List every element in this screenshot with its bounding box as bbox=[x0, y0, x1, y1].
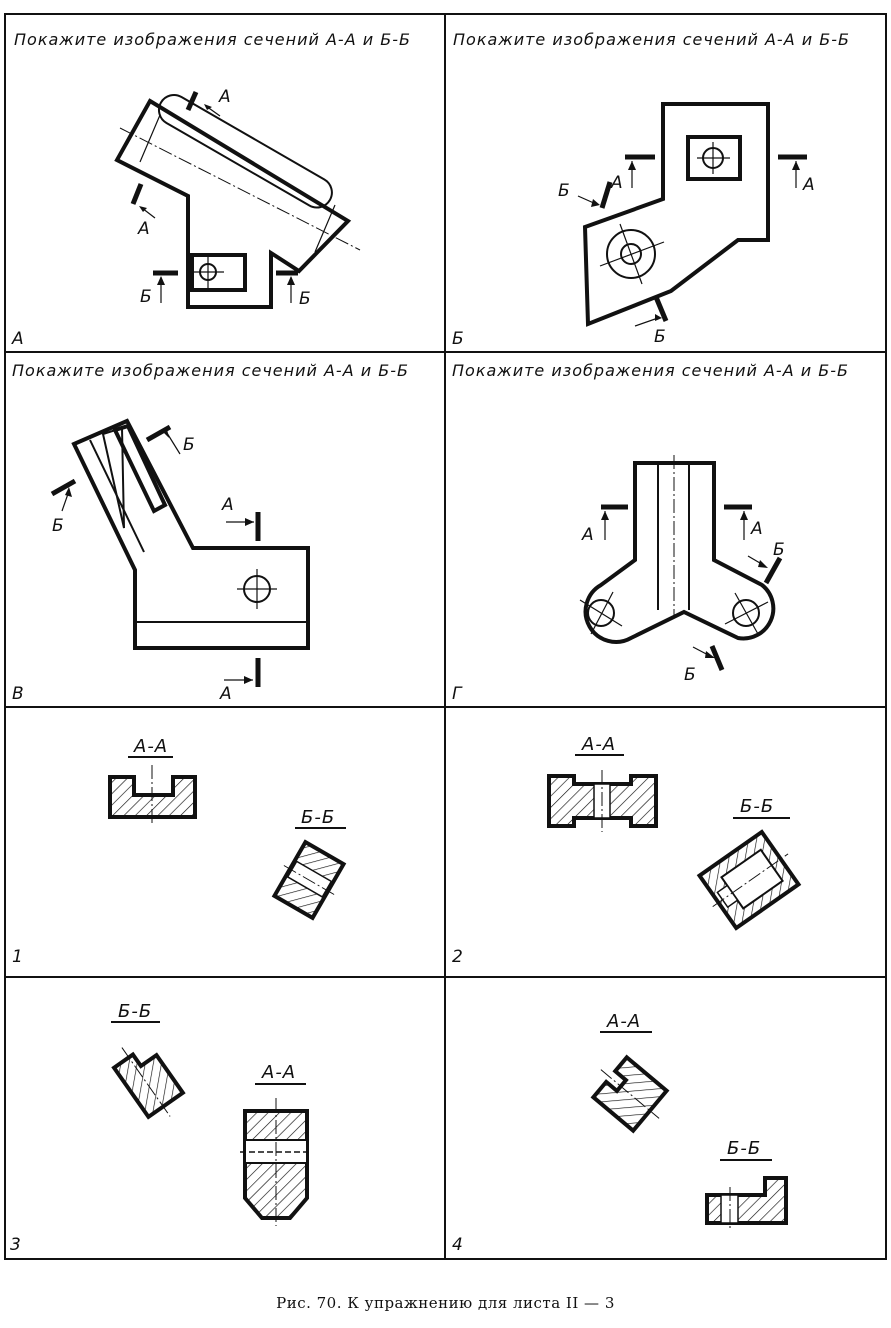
svg-text:Б: Б bbox=[773, 540, 785, 560]
answer-2: 2 А-А Б-Б bbox=[452, 734, 802, 967]
svg-text:А: А bbox=[137, 219, 150, 239]
svg-text:Б: Б bbox=[299, 289, 311, 309]
svg-text:А: А bbox=[218, 87, 231, 107]
answer-2-section-bb bbox=[696, 829, 802, 931]
answer-3-number: 3 bbox=[10, 1235, 21, 1255]
svg-text:А: А bbox=[221, 495, 234, 515]
answer-3-section-bb bbox=[111, 1047, 186, 1120]
panel-a-task: Покажите изображения сечений А-А и Б-Б bbox=[14, 30, 411, 49]
panel-v: Покажите изображения сечений А-А и Б-Б В… bbox=[12, 361, 409, 704]
answer-2-section-aa-label: А-А bbox=[581, 734, 616, 755]
answer-2-section-bb-label: Б-Б bbox=[740, 796, 774, 817]
svg-text:А: А bbox=[750, 519, 763, 539]
panel-v-letter: В bbox=[12, 684, 24, 704]
panel-g: Покажите изображения сечений А-А и Б-Б Г… bbox=[452, 361, 849, 704]
svg-text:Б: Б bbox=[52, 516, 64, 536]
answer-1-section-bb-label: Б-Б bbox=[301, 807, 335, 828]
svg-text:Б: Б bbox=[654, 327, 666, 347]
answer-4-section-aa bbox=[590, 1054, 670, 1134]
part-b-drawing bbox=[582, 102, 770, 327]
part-v-drawing bbox=[71, 418, 310, 650]
cut-marks-b: А А Б Б bbox=[558, 154, 815, 347]
svg-text:Б: Б bbox=[140, 287, 152, 307]
panel-a-letter: А bbox=[11, 329, 24, 349]
answer-3-section-bb-label: Б-Б bbox=[118, 1001, 152, 1022]
answer-4-number: 4 bbox=[452, 1235, 463, 1255]
answer-4-section-bb-label: Б-Б bbox=[727, 1138, 761, 1159]
answer-1-number: 1 bbox=[12, 947, 23, 967]
panel-a: Покажите изображения сечений А-А и Б-Б А… bbox=[11, 30, 411, 349]
cut-marks-v: Б Б А А bbox=[50, 424, 261, 704]
svg-text:А: А bbox=[610, 173, 623, 193]
answer-4-section-aa-label: А-А bbox=[606, 1011, 641, 1032]
svg-text:Б: Б bbox=[558, 181, 570, 201]
answer-1: 1 А-А Б-Б bbox=[12, 736, 347, 967]
panel-g-task: Покажите изображения сечений А-А и Б-Б bbox=[452, 361, 849, 380]
panel-b: Покажите изображения сечений А-А и Б-Б Б… bbox=[452, 30, 850, 349]
panel-v-task: Покажите изображения сечений А-А и Б-Б bbox=[12, 361, 409, 380]
svg-text:А: А bbox=[219, 684, 232, 704]
answer-4-section-bb bbox=[705, 1176, 788, 1225]
cut-marks-a: А А Б Б bbox=[130, 87, 311, 309]
panel-b-task: Покажите изображения сечений А-А и Б-Б bbox=[453, 30, 850, 49]
svg-text:А: А bbox=[581, 525, 594, 545]
answer-1-section-aa-label: А-А bbox=[133, 736, 168, 757]
svg-text:А: А bbox=[802, 175, 815, 195]
svg-text:Б: Б bbox=[684, 665, 696, 685]
svg-text:Б: Б bbox=[183, 435, 195, 455]
answer-2-number: 2 bbox=[452, 947, 463, 967]
part-a-drawing bbox=[114, 94, 361, 309]
figure-caption: Рис. 70. К упражнению для листа II — 3 bbox=[276, 1294, 615, 1312]
answer-3-section-aa-label: А-А bbox=[261, 1062, 296, 1083]
panel-b-letter: Б bbox=[452, 329, 464, 349]
answer-3: 3 Б-Б А-А bbox=[10, 1001, 312, 1255]
part-g-drawing bbox=[579, 455, 776, 644]
cut-marks-g: А А Б Б bbox=[581, 504, 785, 685]
panel-g-letter: Г bbox=[452, 684, 463, 704]
answer-1-section-bb bbox=[271, 839, 347, 921]
answer-4: 4 А-А Б-Б bbox=[452, 1011, 788, 1255]
sheet-frame bbox=[4, 13, 887, 1260]
